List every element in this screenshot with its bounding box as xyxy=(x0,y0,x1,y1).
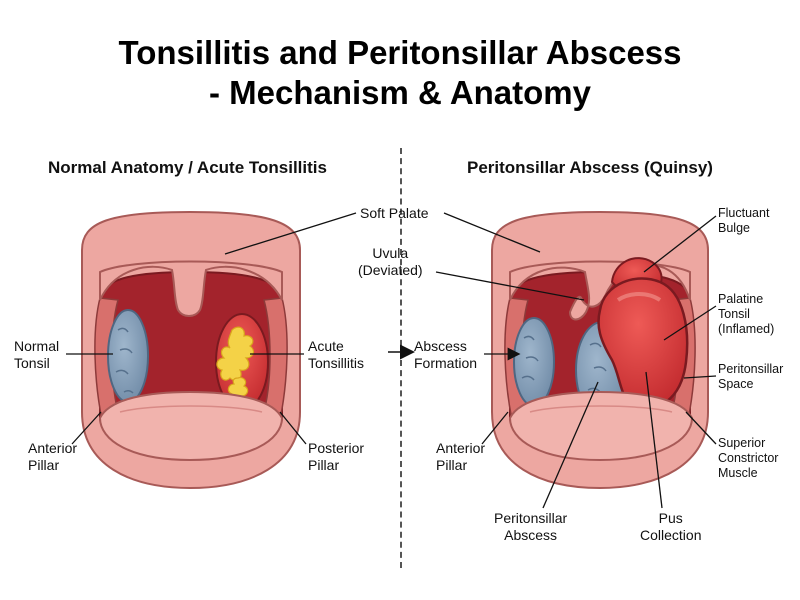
label-soft-palate: Soft Palate xyxy=(360,205,429,221)
left-tongue xyxy=(98,390,284,462)
left-soft-palate xyxy=(99,260,283,317)
leader-lines xyxy=(66,212,717,509)
label-fluctuant-bulge: Fluctuant Bulge xyxy=(718,206,770,235)
label-left-anterior-pillar: Anterior Pillar xyxy=(28,440,78,473)
label-acute-tonsillitis: Acute Tonsillitis xyxy=(308,338,365,371)
label-peritonsillar-abscess: Peritonsillar Abscess xyxy=(494,510,568,543)
left-normal-tonsil xyxy=(107,309,149,403)
label-abscess-formation: Abscess Formation xyxy=(414,338,478,371)
title-line-2: - Mechanism & Anatomy xyxy=(208,74,591,111)
right-tongue xyxy=(508,390,694,462)
label-peritonsillar-space: Peritonsillar Space xyxy=(718,362,784,391)
label-palatine-tonsil: Palatine Tonsil (Inflamed) xyxy=(718,292,775,336)
label-posterior-pillar: Posterior Pillar xyxy=(308,440,365,473)
left-mouth xyxy=(81,210,301,490)
label-right-anterior-pillar: Anterior Pillar xyxy=(436,440,486,473)
right-soft-palate xyxy=(509,260,691,321)
label-normal-tonsil: Normal Tonsil xyxy=(14,338,60,371)
right-normal-tonsil xyxy=(513,317,555,407)
label-superior-constrictor: Superior Constrictor Muscle xyxy=(718,436,779,480)
right-mouth xyxy=(491,210,709,490)
abscess-mass xyxy=(597,277,689,410)
diagram-title: Tonsillitis and Peritonsillar Abscess - … xyxy=(0,33,800,113)
label-uvula: Uvula (Deviated) xyxy=(358,245,423,278)
label-pus-collection: Pus Collection xyxy=(640,510,702,543)
left-panel-title: Normal Anatomy / Acute Tonsillitis xyxy=(48,158,327,177)
title-line-1: Tonsillitis and Peritonsillar Abscess xyxy=(118,34,682,71)
right-panel-title: Peritonsillar Abscess (Quinsy) xyxy=(467,158,713,177)
